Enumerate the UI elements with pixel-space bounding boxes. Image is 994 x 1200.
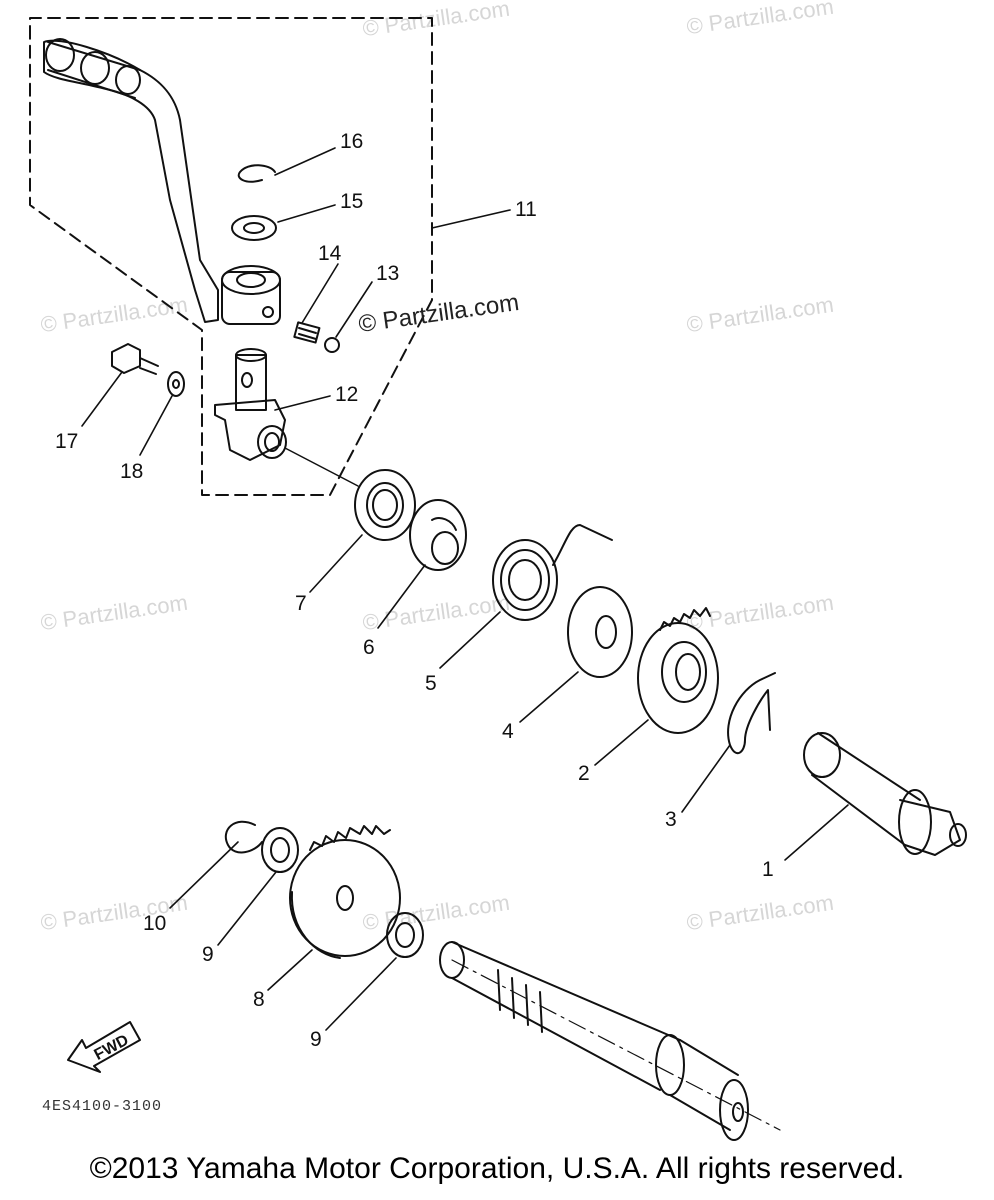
callout-2: 2: [578, 762, 590, 785]
set-screw-14: [293, 321, 321, 344]
kick-gear-2: [637, 607, 719, 734]
callout-8: 8: [253, 988, 265, 1011]
washer-4: [567, 586, 633, 678]
callout-5: 5: [425, 672, 437, 695]
circlip-10: [225, 820, 263, 854]
callout-17: 17: [55, 430, 79, 453]
assembly-outline: [29, 17, 433, 496]
torsion-spring-5: [492, 524, 613, 621]
drawing-code: 4ES4100-3100: [42, 1098, 163, 1115]
callout-11: 11: [515, 198, 537, 221]
kick-shaft-1: [803, 732, 967, 856]
kick-crank-lever: [43, 38, 281, 325]
collar-6: [409, 499, 467, 571]
callout-15: 15: [340, 190, 364, 213]
callout-4: 4: [502, 720, 514, 743]
washer-18: [167, 371, 185, 397]
circlip-16: [237, 164, 276, 183]
washer-9-upper: [261, 827, 299, 873]
ball-13: [324, 337, 340, 353]
callout-18: 18: [120, 460, 144, 483]
washer-9-lower: [386, 912, 424, 958]
callout-14: 14: [318, 242, 342, 265]
fwd-label: FWD: [91, 1032, 131, 1064]
copyright-notice: ©2013 Yamaha Motor Corporation, U.S.A. A…: [89, 1152, 905, 1185]
washer-15: [231, 215, 277, 241]
callout-12: 12: [335, 383, 359, 406]
callout-10: 10: [143, 912, 167, 935]
callout-9-upper: 9: [202, 943, 214, 966]
callout-1: 1: [762, 858, 774, 881]
callout-16: 16: [340, 130, 364, 153]
callout-7: 7: [295, 592, 307, 615]
callout-13: 13: [376, 262, 400, 285]
bolt-17: [111, 343, 159, 375]
gear-8: [289, 825, 401, 959]
callout-6: 6: [363, 636, 375, 659]
callout-3: 3: [665, 808, 677, 831]
main-shaft: [439, 941, 781, 1141]
kick-boss-12: [214, 348, 287, 461]
oil-seal-7: [354, 469, 416, 541]
clip-3: [727, 672, 776, 755]
fwd-arrow: [67, 1021, 141, 1073]
callout-9-lower: 9: [310, 1028, 322, 1051]
leader-lines: [81, 147, 849, 1031]
